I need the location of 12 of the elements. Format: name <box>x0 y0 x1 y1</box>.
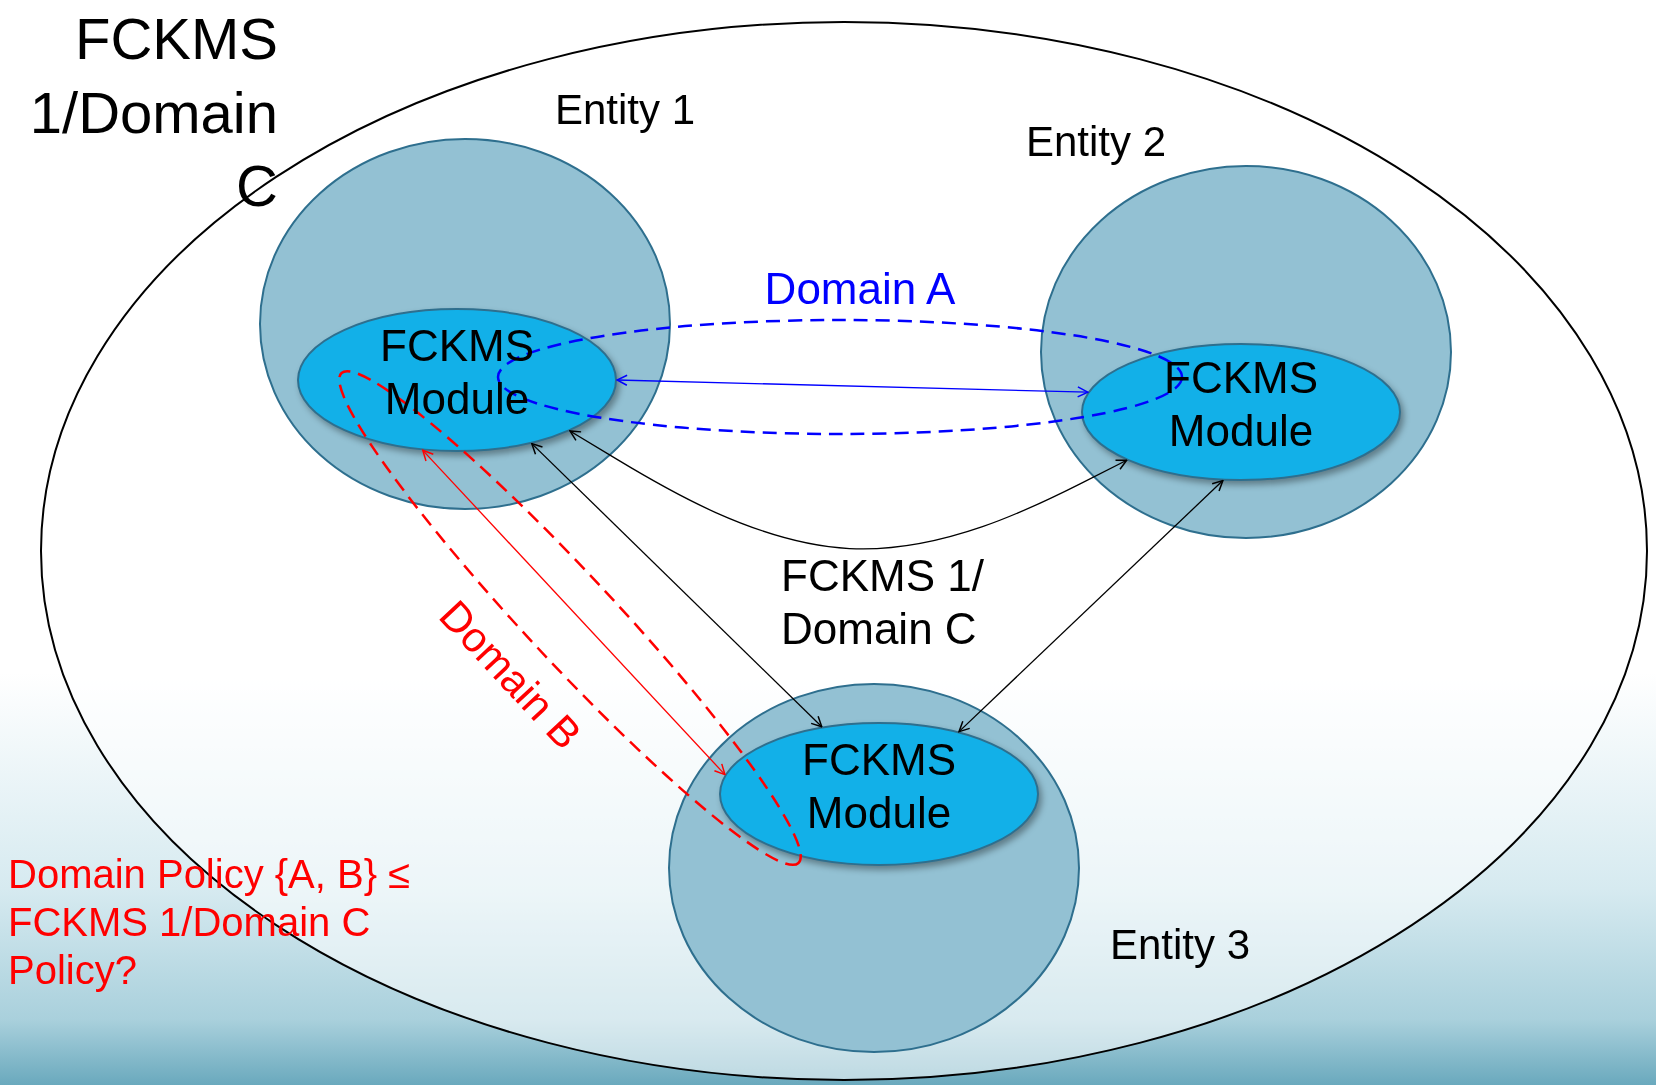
entity-label: Entity 3 <box>1108 920 1252 970</box>
domain-label: Domain A <box>763 263 957 315</box>
arrow <box>422 449 726 776</box>
entity-label: Entity 2 <box>1024 117 1168 167</box>
module-label: FCKMS Module <box>379 320 535 425</box>
arrow <box>531 442 823 728</box>
arrow <box>569 430 1128 550</box>
entity-label: Entity 1 <box>553 85 697 135</box>
domain-label: FCKMS 1/ Domain C <box>781 550 985 655</box>
arrow <box>958 479 1224 733</box>
module-label: FCKMS Module <box>801 734 957 839</box>
arrow <box>616 374 1089 398</box>
